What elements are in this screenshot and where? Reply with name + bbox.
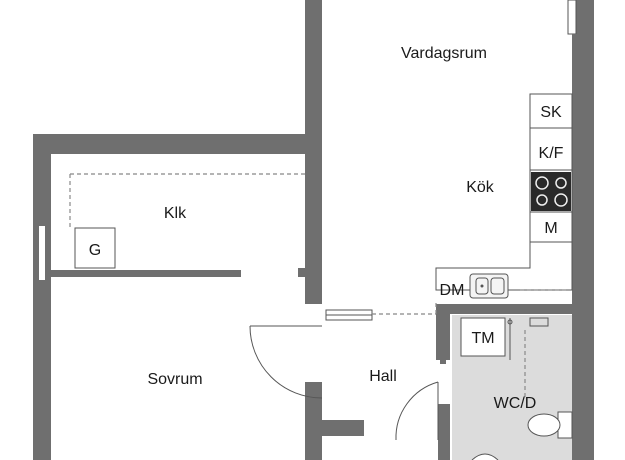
wardrobe-box	[74, 227, 116, 269]
freezer-label: SK	[540, 104, 562, 121]
walk-in-closet-label: Klk	[164, 205, 187, 222]
toilet-icon	[527, 411, 573, 439]
dishwasher-label: DM	[440, 282, 465, 299]
bedroom-label: Sovrum	[147, 371, 202, 388]
stove-icon	[531, 172, 571, 211]
basin-icon	[471, 453, 499, 460]
entrance-door	[249, 325, 323, 399]
shower-icon	[507, 317, 549, 400]
kitchen-counter	[435, 93, 573, 291]
microwave-label: M	[544, 220, 557, 237]
bathroom-door	[395, 381, 439, 441]
wardrobe-label: G	[89, 242, 101, 259]
fridge-freezer-label: K/F	[539, 145, 564, 162]
washer-label: TM	[471, 330, 494, 347]
walls	[33, 0, 594, 460]
bathroom-label: WC/D	[494, 395, 537, 412]
living-room-label: Vardagsrum	[401, 45, 487, 62]
kitchen-label: Kök	[466, 179, 495, 196]
washer-box	[460, 317, 506, 357]
sink-icon	[469, 273, 509, 299]
hall-label: Hall	[369, 368, 397, 385]
